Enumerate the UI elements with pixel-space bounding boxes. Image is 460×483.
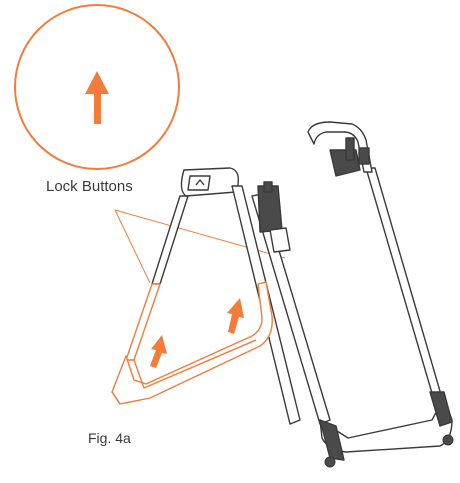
up-arrow-icon	[85, 71, 109, 124]
zoom-callout	[14, 4, 180, 170]
front-base-highlighted	[111, 281, 273, 405]
lock-buttons-label: Lock Buttons	[46, 178, 133, 195]
figure-caption: Fig. 4a	[88, 430, 131, 446]
up-arrow-icon	[227, 298, 244, 334]
up-arrow-icon	[150, 335, 167, 368]
wheels	[324, 434, 454, 468]
back-frame	[251, 121, 453, 461]
